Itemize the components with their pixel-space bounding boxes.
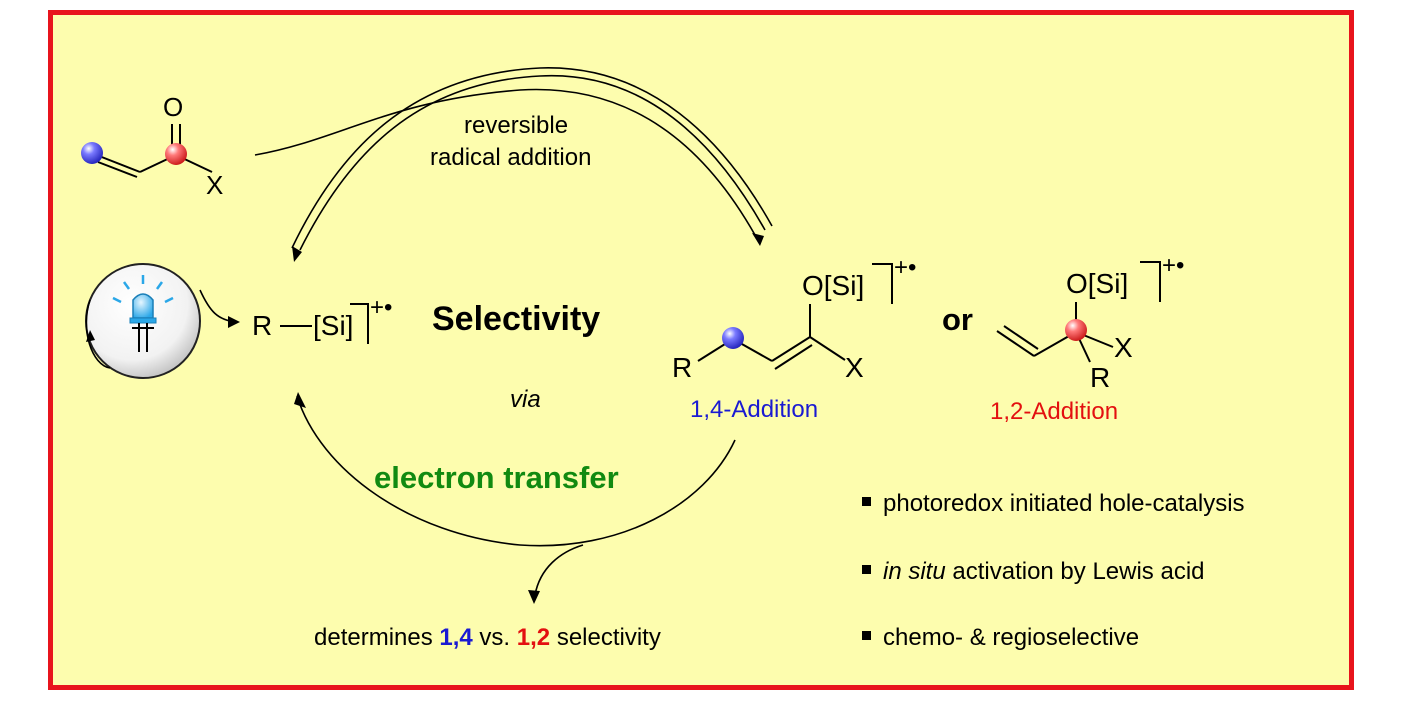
product-12-charge: +• [1162,252,1185,279]
product-14-r: R [672,352,693,383]
radical-si: [Si] [313,310,354,341]
product-12-x: X [1114,332,1133,363]
branch-arrow-head [528,590,540,604]
bottom-arc-head [294,392,306,408]
blue-atom-14 [722,327,744,349]
product-12-label: 1,2-Addition [990,398,1119,425]
product-14-x: X [845,352,864,383]
cycle-arrow-icon-head [86,330,95,342]
bullet-2-text: activation by Lewis acid [945,558,1205,585]
electron-transfer-text: electron transfer [374,460,619,495]
si-bracket-1 [350,303,369,344]
reversible-arrows [254,67,773,251]
reactant-x: X [206,170,224,200]
lamp-arrow-head [228,316,240,328]
bottom-arc [296,395,736,547]
bullet-3: chemo- & regioselective [862,626,1139,650]
reactant-structure [93,124,213,178]
bottom-mid: vs. [472,624,517,651]
si-bracket-2 [872,263,893,304]
product-14-structure [697,304,846,370]
bullet-1: photoredox initiated hole-catalysis [862,492,1245,516]
product-12-r: R [1090,362,1111,393]
bottom-prefix: determines [314,624,440,651]
bullet-square-icon [862,565,871,575]
lamp-arrow [199,289,237,323]
arc-label-line1: reversible [464,112,569,139]
bullet-3-text: chemo- & regioselective [883,624,1140,651]
arc-label-line2: radical addition [430,144,592,171]
radical-charge: +• [370,294,393,321]
bottom-suffix: selectivity [550,624,661,651]
or-text: or [942,302,973,337]
arrow-heads [292,233,764,262]
bullet-2-italic: in situ [883,558,946,585]
bottom-selectivity-line: determines 1,4 vs. 1,2 selectivity [314,626,661,650]
led-lamp-icon [85,263,201,379]
radical-r: R [252,310,273,341]
red-atom-12 [1065,319,1087,341]
bullet-square-icon [862,631,871,641]
product-14-charge: +• [894,254,917,281]
selectivity-heading: Selectivity [432,300,601,338]
via-text: via [510,386,541,413]
product-12-structure [996,302,1114,363]
bullet-square-icon [862,497,871,507]
si-bracket-3 [1140,261,1161,302]
bullet-2: in situ activation by Lewis acid [862,560,1205,584]
scheme-frame [48,10,1354,690]
blue-atom [81,142,103,164]
product-14-label: 1,4-Addition [690,396,819,423]
branch-arrow [534,544,584,596]
bullet-1-text: photoredox initiated hole-catalysis [883,490,1245,517]
cycle-arrow-icon [85,299,111,369]
reactant-oxygen: O [163,92,184,122]
product-12-osi: O[Si] [1066,268,1129,299]
bottom-14: 1,4 [439,624,473,651]
bottom-12: 1,2 [516,624,551,651]
product-14-osi: O[Si] [802,270,865,301]
red-atom [165,143,187,165]
